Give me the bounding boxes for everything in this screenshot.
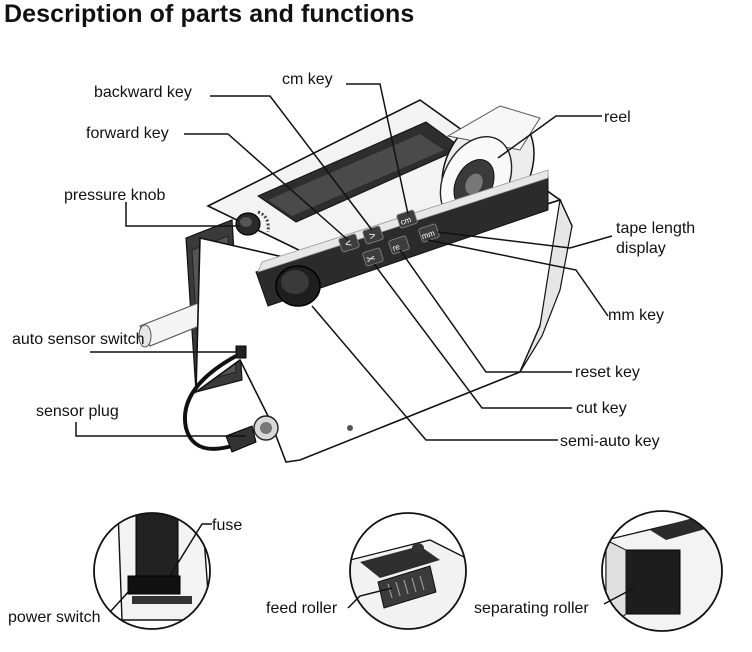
detail-feed-roller: feed roller [266,512,467,630]
page-title: Description of parts and functions [4,0,415,28]
dispenser-illustration: < > ✂ re cm mm [138,99,573,463]
label-mm-key: mm key [608,307,664,324]
reset-key-leader [399,249,572,373]
label-backward-key: backward key [94,84,192,101]
label-reel: reel [604,109,631,126]
label-pressure-knob: pressure knob [64,187,165,204]
label-fuse: fuse [212,517,242,534]
detail-separating-roller: separating roller [474,510,723,632]
label-semi-auto-key: semi-auto key [560,433,660,450]
label-cut-key: cut key [576,400,627,417]
tape-length-display-leader [437,231,613,249]
label-separating-roller: separating roller [474,600,589,617]
forward-key-glyph: < [344,237,354,250]
mm-key-glyph: mm [420,228,436,241]
pressure-knob-illustration [235,210,270,236]
cm-key-leader [346,83,409,215]
mm-key-leader [427,239,609,317]
keypad: < > ✂ re cm mm [338,209,440,267]
reel-leader [497,115,602,159]
pressure-knob-leader [125,202,240,227]
sensor-plug-illustration [183,354,279,453]
label-auto-sensor-switch: auto sensor switch [12,331,145,348]
part-labels: cm key backward key forward key reel pre… [12,71,695,450]
semi-auto-key-leader [311,305,558,441]
label-sensor-plug: sensor plug [36,403,119,420]
label-reset-key: reset key [575,364,640,381]
label-power-switch: power switch [8,609,100,626]
svg-text:re: re [391,242,401,253]
backward-key-leader [210,95,373,231]
label-forward-key: forward key [86,125,169,142]
cut-key-glyph: ✂ [365,252,378,267]
leader-lines [75,83,613,441]
label-tape-length-display-line2: display [616,240,666,257]
detail-fuse-power-switch: fuse power switch [8,512,242,630]
label-tape-length-display-line1: tape length [616,220,695,237]
forward-key-leader [184,133,349,241]
label-cm-key: cm key [282,71,333,88]
cut-key-leader [373,263,572,409]
sensor-plug-leader [75,422,246,437]
cm-key-glyph: cm [399,215,412,227]
label-feed-roller: feed roller [266,600,338,617]
backward-key-glyph: > [368,229,378,242]
